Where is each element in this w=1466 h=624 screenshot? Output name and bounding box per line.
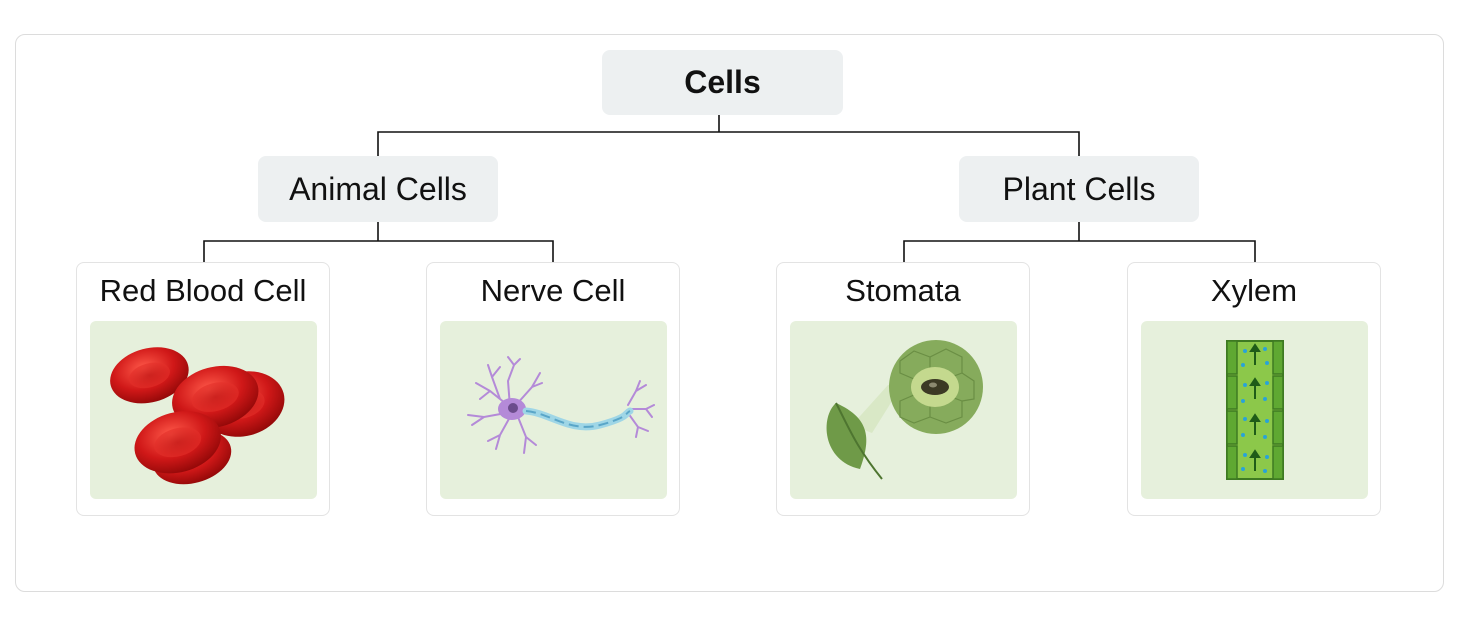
node-plant-cells: Plant Cells [959,156,1199,222]
card-stomata: Stomata [776,262,1030,516]
card-title: Xylem [1210,273,1298,308]
node-animal-cells: Animal Cells [258,156,498,222]
root-label: Cells [684,64,761,100]
nerve-cell-icon [440,321,667,499]
card-xylem: Xylem [1127,262,1381,516]
root-node-cells: Cells [602,50,843,115]
card-title: Red Blood Cell [99,273,307,308]
card-title: Nerve Cell [480,273,626,308]
animal-cells-label: Animal Cells [289,170,467,207]
card-red-blood-cell: Red Blood Cell [76,262,330,516]
plant-cells-label: Plant Cells [1002,170,1156,207]
card-title: Stomata [845,273,961,308]
red-blood-cell-icon [90,321,317,499]
card-nerve-cell: Nerve Cell [426,262,680,516]
xylem-icon [1141,321,1368,499]
stomata-icon [790,321,1017,499]
